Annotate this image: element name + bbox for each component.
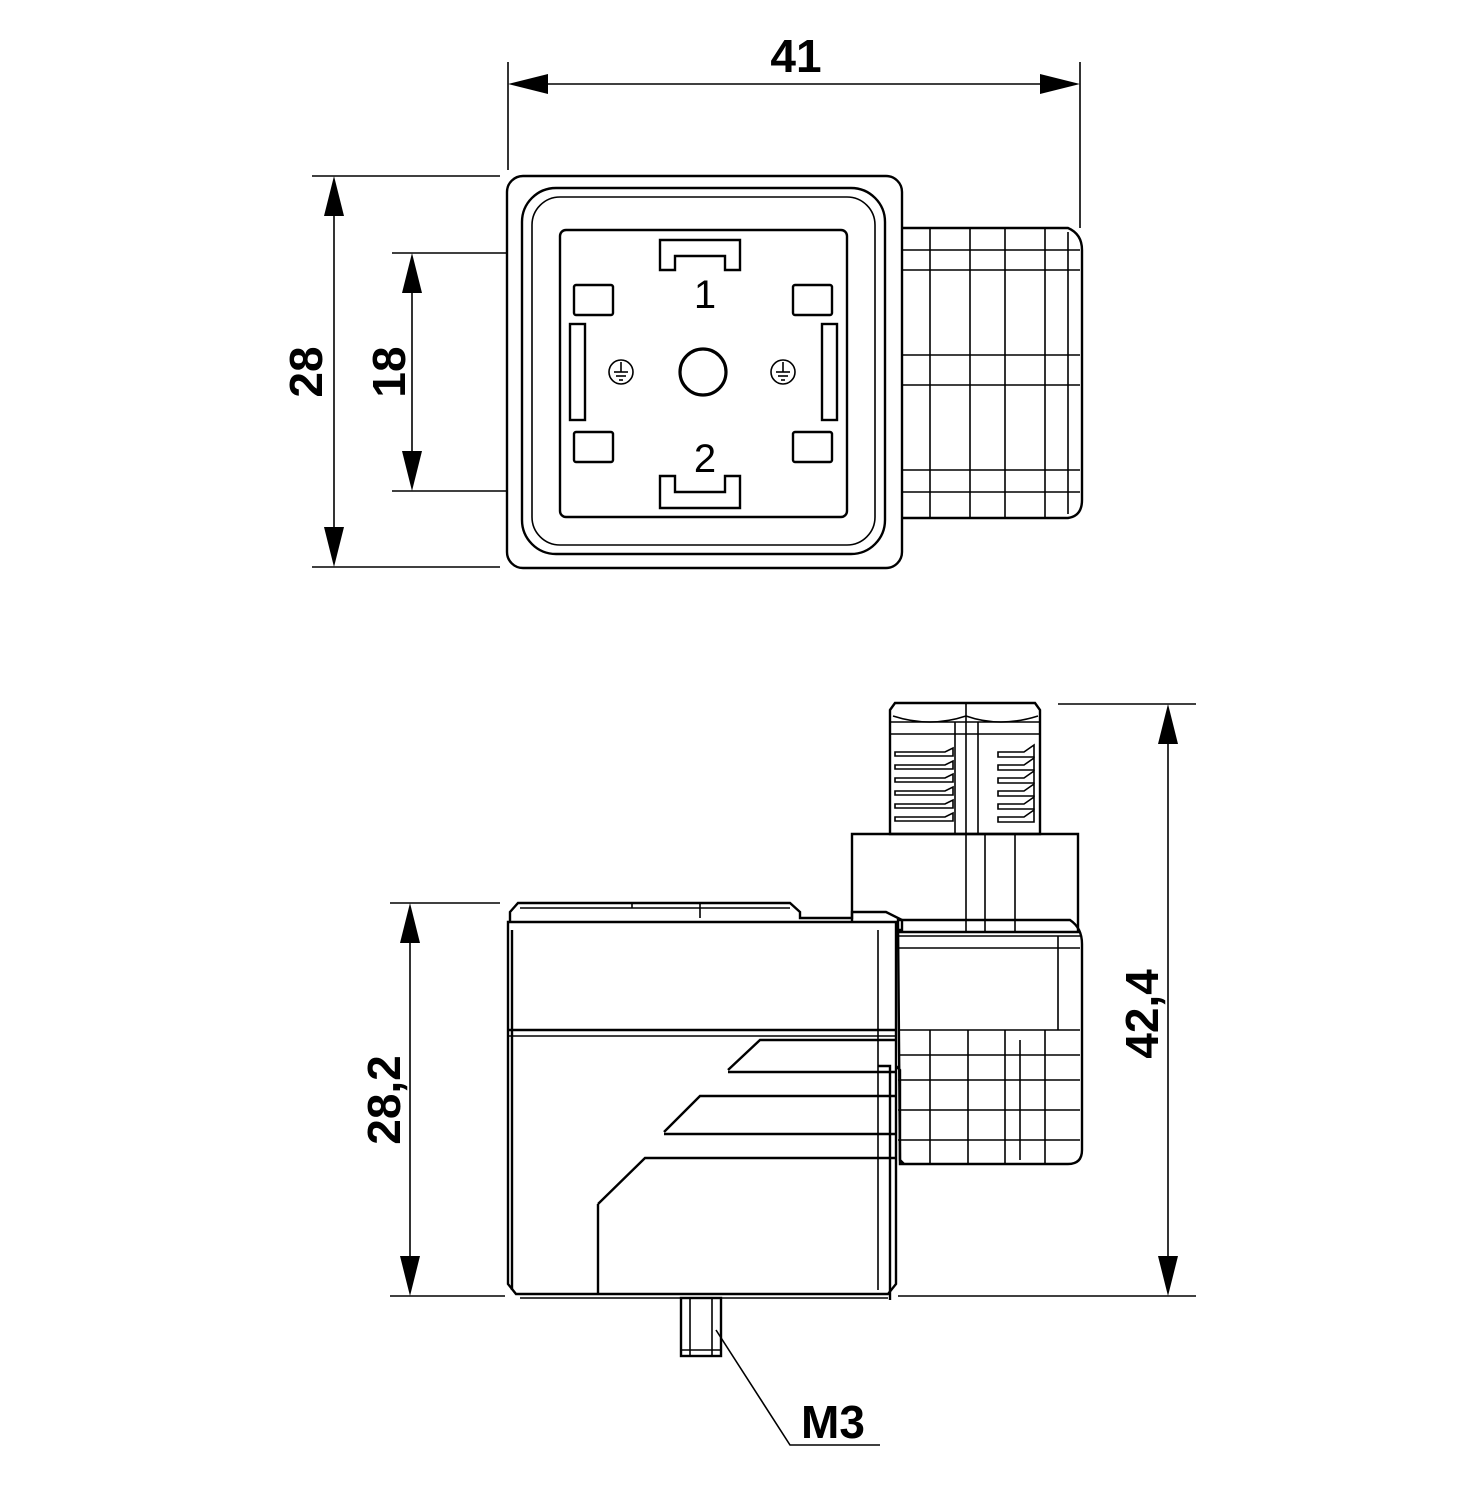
dimension-28: 28 <box>280 175 500 568</box>
dimension-28-2-label: 28,2 <box>358 1055 410 1145</box>
cable-side-body <box>896 918 1084 1166</box>
pin2-label: 2 <box>694 437 716 481</box>
cable-gland-side <box>850 701 1080 934</box>
cable-outlet-top <box>900 226 1084 520</box>
pin1-contact <box>658 238 742 272</box>
slot-left <box>568 322 587 422</box>
contact-pad-tl <box>572 283 615 317</box>
dimension-42-4: 42,4 <box>898 703 1196 1297</box>
pin2-contact <box>658 474 742 510</box>
screw-m3-label: M3 <box>801 1396 865 1448</box>
dimension-28-label: 28 <box>280 346 332 397</box>
housing-front <box>505 174 904 570</box>
dimension-41: 41 <box>507 30 1081 228</box>
contact-pad-bl <box>572 430 615 464</box>
dimension-41-label: 41 <box>770 30 821 82</box>
slot-right <box>820 322 839 422</box>
top-view: 41 28 18 <box>280 30 1084 570</box>
dimension-28-2: 28,2 <box>358 902 505 1297</box>
ground-icon-left <box>608 359 634 385</box>
contact-pad-tr <box>791 283 834 317</box>
dimension-18-label: 18 <box>363 346 415 397</box>
housing-side <box>506 920 905 1300</box>
contact-pad-br <box>791 430 834 464</box>
dimension-42-4-label: 42,4 <box>1116 969 1168 1059</box>
screw-m3: M3 <box>679 1296 880 1448</box>
grip-ribs-right <box>997 743 1035 823</box>
ground-icon-right <box>770 359 796 385</box>
contacts: 1 2 <box>568 238 839 510</box>
center-screw-hole <box>678 347 728 397</box>
pin1-label: 1 <box>694 273 716 317</box>
grip-ribs-left <box>894 746 954 822</box>
side-view: 42,4 28,2 <box>358 701 1196 1448</box>
